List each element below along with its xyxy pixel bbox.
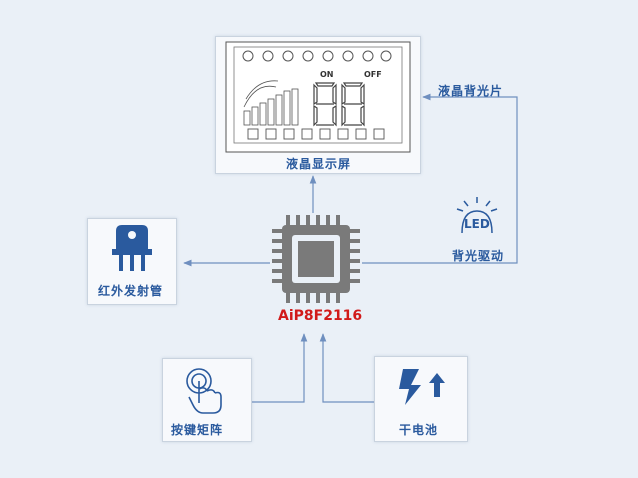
keypad-box: 按键矩阵: [162, 358, 252, 442]
arrow-mcu-to-backlight: [362, 93, 518, 264]
touch-hand-icon: [186, 368, 222, 414]
ir-box: 红外发射管: [87, 218, 177, 305]
ir-label: 红外发射管: [98, 284, 164, 298]
mcu-label: AiP8F2116: [278, 308, 363, 324]
keypad-label: 按键矩阵: [171, 423, 224, 437]
battery-box: 干电池: [374, 356, 468, 442]
power-icon: [399, 369, 445, 405]
lcd-box: ON OFF 液晶显示屏: [215, 36, 421, 174]
led-bulb-icon: LED: [456, 197, 498, 234]
arrow-battery-to-mcu: [319, 333, 374, 403]
battery-label: 干电池: [399, 423, 439, 437]
lcd-segment-illustration: ON OFF: [225, 41, 411, 153]
ir-transistor-icon: [112, 225, 152, 271]
led-driver: LED: [452, 195, 502, 237]
chip-icon: [272, 215, 360, 303]
arrow-keypad-to-mcu: [252, 333, 308, 403]
backlight-sheet-label: 液晶背光片: [438, 84, 504, 98]
backlight-driver-label: 背光驱动: [452, 249, 505, 263]
lcd-off-text: OFF: [364, 70, 382, 79]
led-text: LED: [464, 217, 490, 231]
lcd-label: 液晶显示屏: [286, 157, 352, 171]
lcd-on-text: ON: [320, 70, 334, 79]
mcu-chip: [270, 213, 362, 305]
